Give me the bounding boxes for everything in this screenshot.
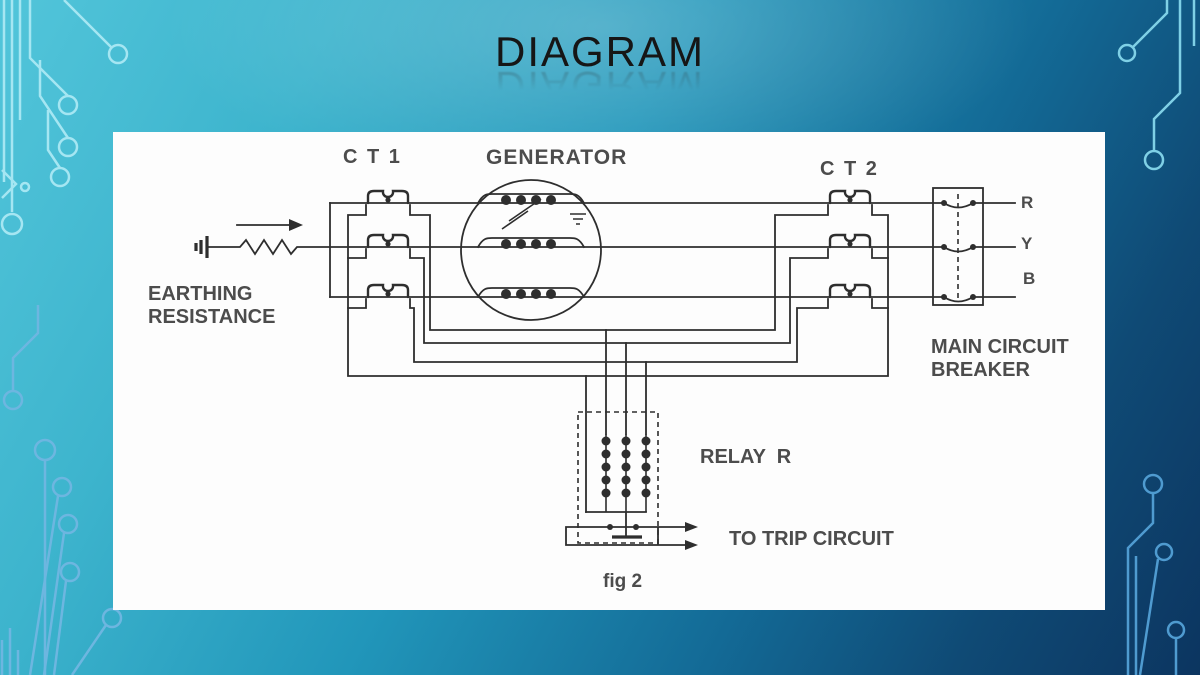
generator-symbol: [460, 179, 602, 321]
label-earthing-line2: RESISTANCE: [148, 306, 275, 328]
label-generator: GENERATOR: [486, 146, 627, 169]
ct-secondary-wiring: [347, 204, 889, 513]
circuit-trace-top-right: [1117, 0, 1196, 171]
circuit-diagram: C T 1 GENERATOR C T 2 EARTHING RESISTANC…: [148, 146, 1069, 592]
label-breaker-line2: BREAKER: [931, 359, 1030, 381]
title-block: DIAGRAM DIAGRAM: [0, 28, 1200, 111]
generator-earth-icon: [501, 198, 586, 230]
breaker-symbol: [932, 187, 984, 306]
label-relay: RELAY R: [700, 446, 792, 468]
circuit-trace-top-left: [0, 0, 129, 236]
ct2-symbol-group: [828, 189, 872, 299]
phase-lines: [206, 202, 1016, 298]
circuit-trace-bottom-right: [1126, 473, 1186, 675]
relay-symbol: [577, 411, 659, 544]
page-title-reflection: DIAGRAM: [494, 63, 705, 111]
diagram-panel: C T 1 GENERATOR C T 2 EARTHING RESISTANC…: [113, 132, 1105, 610]
trip-contact: [565, 522, 698, 550]
label-phase-b: B: [1023, 269, 1035, 288]
label-phase-r: R: [1021, 193, 1033, 212]
page-title: DIAGRAM: [494, 28, 705, 75]
current-arrow: [236, 219, 303, 231]
label-ct1: C T 1: [343, 146, 402, 168]
label-earthing-line1: EARTHING: [148, 283, 252, 305]
label-phase-y: Y: [1021, 234, 1033, 253]
ct1-symbol-group: [366, 189, 410, 299]
label-ct2: C T 2: [820, 158, 879, 180]
label-breaker-line1: MAIN CIRCUIT: [931, 336, 1069, 358]
circuit-trace-bottom-left: [0, 305, 123, 675]
figure-caption: fig 2: [603, 571, 642, 592]
ground-symbol: [194, 236, 209, 258]
label-trip-circuit: TO TRIP CIRCUIT: [729, 528, 894, 550]
